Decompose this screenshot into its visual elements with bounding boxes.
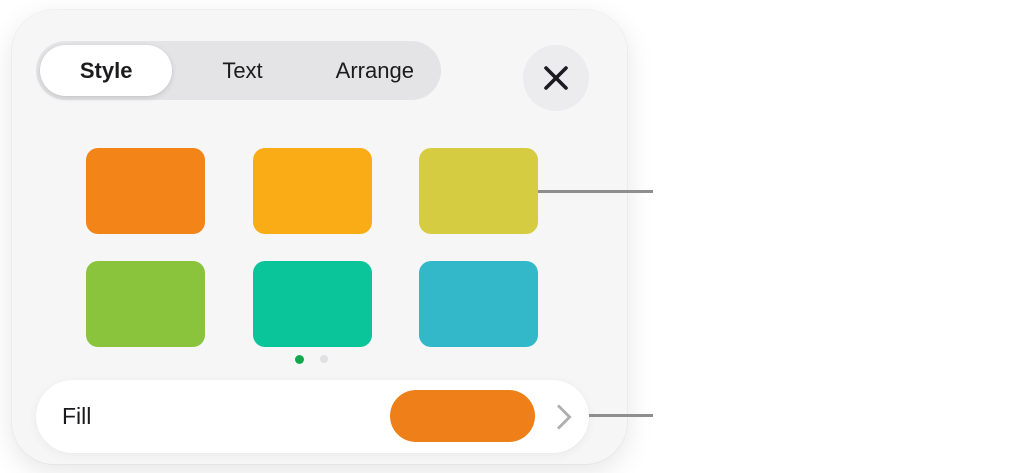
style-swatch-emerald[interactable]: [253, 261, 372, 347]
fill-label: Fill: [62, 403, 92, 429]
style-swatch-green[interactable]: [86, 261, 205, 347]
tab-style[interactable]: Style: [40, 45, 173, 96]
style-swatch-yellow-green[interactable]: [419, 148, 538, 234]
fill-color-preview: [390, 390, 535, 442]
tab-bar: Style Text Arrange: [36, 41, 441, 100]
style-swatch-orange[interactable]: [86, 148, 205, 234]
page-dot-active[interactable]: [295, 355, 304, 364]
close-button[interactable]: [523, 45, 589, 111]
style-popover: Style Text Arrange Fill: [12, 10, 627, 464]
tab-arrange[interactable]: Arrange: [335, 57, 414, 83]
callout-line-swatches: [538, 190, 653, 193]
tab-text[interactable]: Text: [222, 57, 263, 83]
chevron-right-icon: [546, 404, 572, 430]
fill-row[interactable]: Fill: [36, 380, 589, 453]
style-swatch-amber[interactable]: [253, 148, 372, 234]
callout-line-fill: [589, 414, 653, 417]
style-swatch-cyan[interactable]: [419, 261, 538, 347]
close-icon: [541, 63, 571, 93]
page-dot-inactive[interactable]: [320, 355, 328, 363]
